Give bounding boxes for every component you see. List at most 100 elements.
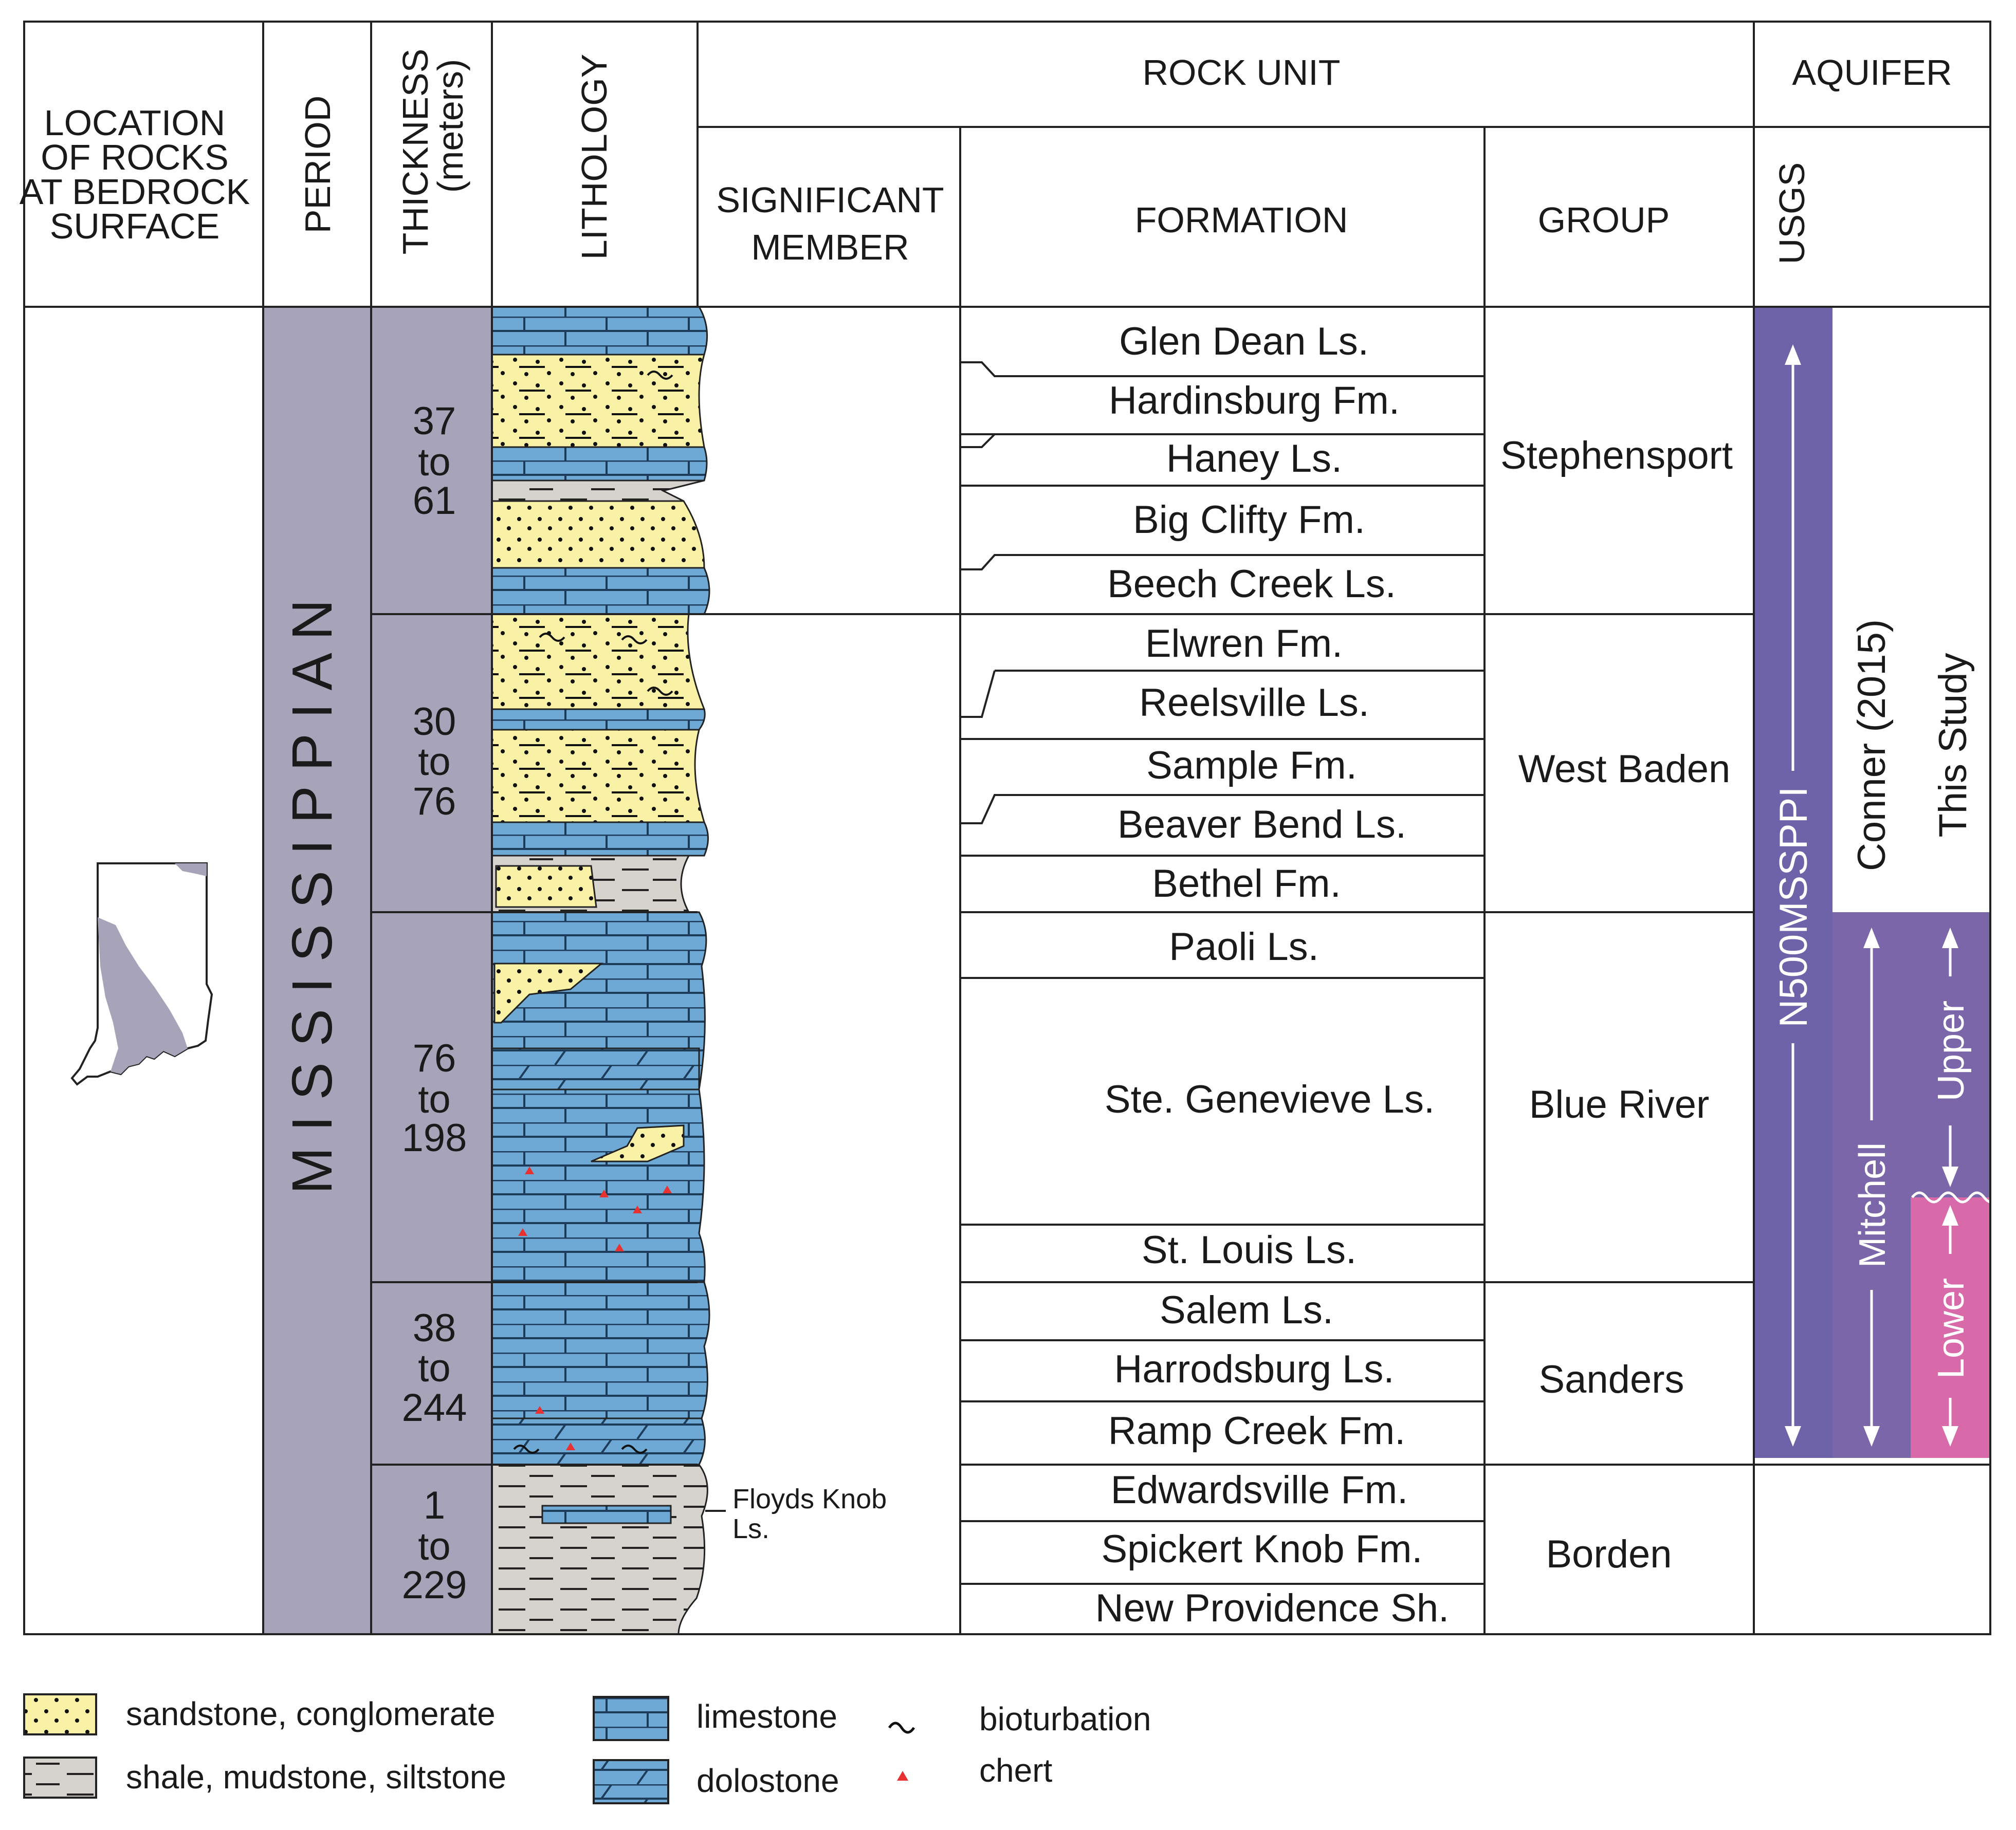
- indiana-location-map: [70, 862, 213, 1086]
- header-location-line: OF ROCKS: [41, 137, 229, 177]
- lower-arrow-up-icon: [1942, 1205, 1958, 1226]
- bed-limestone-beech-creek: [491, 567, 710, 615]
- header-usgs: USGS: [1772, 162, 1812, 264]
- header-location-line: LOCATION: [44, 103, 226, 143]
- bioturbation-mark: [621, 1445, 648, 1454]
- bed-sandstone-hardinsburg: [491, 354, 705, 448]
- bed-sandstone-sample: [491, 729, 706, 823]
- group-label: Stephensport: [1500, 434, 1733, 477]
- thickness-value: 30: [413, 700, 456, 744]
- thickness-value: 61: [413, 479, 456, 523]
- bed-limestone-reelsville: [491, 708, 706, 731]
- legend: sandstone, conglomerate shale, mudstone,…: [23, 1693, 1151, 1804]
- thickness-value: to: [418, 1525, 450, 1568]
- thickness-value: to: [418, 740, 450, 784]
- header-lithology: LITHOLOGY: [574, 54, 614, 260]
- formation-divider: [960, 794, 1484, 824]
- period-name: M I S S I S S I P P I A N: [281, 599, 344, 1194]
- bed-limestone-sanders: [491, 1281, 710, 1419]
- formation-label: Salem Ls.: [1160, 1288, 1333, 1332]
- bioturbation-mark: [621, 635, 648, 644]
- bed-sandstone-paoli-lens: [493, 963, 604, 1024]
- formation-label: Bethel Fm.: [1152, 862, 1341, 905]
- formation-label: Harrodsburg Ls.: [1114, 1347, 1395, 1391]
- group-labels: Stephensport West Baden Blue River Sande…: [1500, 434, 1733, 1576]
- header-location-line: SURFACE: [50, 206, 220, 246]
- bioturbation-mark: [647, 687, 673, 696]
- member-label-line: Floyds Knob: [732, 1484, 887, 1514]
- formation-label: Reelsville Ls.: [1139, 681, 1369, 725]
- unconformity-wavy-line: [1911, 1191, 1998, 1204]
- header-significant-member-line: SIGNIFICANT: [716, 180, 944, 220]
- header-significant-member-line: MEMBER: [751, 227, 909, 267]
- formation-label: Ste. Genevieve Ls.: [1105, 1078, 1435, 1121]
- thickness-value: 244: [402, 1386, 467, 1430]
- formation-label: Haney Ls.: [1166, 437, 1342, 480]
- legend-shale-swatch: [23, 1757, 97, 1799]
- usgs-arrow-down-icon: [1785, 1426, 1801, 1447]
- legend-limestone-swatch: [593, 1696, 669, 1741]
- formation-label: Sample Fm.: [1146, 744, 1357, 787]
- indiana-outcrop-area: [98, 917, 188, 1074]
- bed-limestone-glen-dean: [491, 306, 708, 356]
- header-formation: FORMATION: [1135, 200, 1348, 240]
- legend-bioturbation-label: bioturbation: [979, 1700, 1151, 1737]
- thickness-value: 37: [413, 399, 456, 443]
- group-label: Sanders: [1538, 1358, 1684, 1401]
- chert-mark: [525, 1167, 534, 1174]
- header-group: GROUP: [1538, 200, 1670, 240]
- formation-label: Beaver Bend Ls.: [1117, 803, 1406, 846]
- chert-mark: [535, 1406, 544, 1414]
- bioturbation-mark: [513, 1445, 540, 1454]
- thickness-value: to: [418, 440, 450, 484]
- thickness-value: 229: [402, 1563, 467, 1607]
- lower-aquifer-label: Lower: [1931, 1278, 1972, 1379]
- conner-title: Conner (2015): [1850, 619, 1894, 871]
- formation-divider: [960, 361, 1484, 377]
- thickness-value: 76: [413, 780, 456, 823]
- chert-marks: [518, 1167, 672, 1450]
- formation-label: Beech Creek Ls.: [1107, 562, 1396, 606]
- legend-sandstone-label: sandstone, conglomerate: [126, 1695, 496, 1732]
- chert-mark: [599, 1190, 609, 1197]
- bed-limestone-beaver-bend: [491, 821, 709, 857]
- chert-mark: [566, 1443, 575, 1450]
- formation-labels: Glen Dean Ls. Hardinsburg Fm. Haney Ls. …: [1095, 320, 1450, 1630]
- thickness-value: 198: [402, 1116, 467, 1160]
- legend-dolostone-swatch: [593, 1759, 669, 1804]
- group-label: Blue River: [1529, 1083, 1710, 1126]
- formation-label: Big Clifty Fm.: [1133, 498, 1365, 542]
- bioturbation-mark: [539, 633, 565, 642]
- formation-label: Edwardsville Fm.: [1111, 1468, 1408, 1512]
- formation-divider: [960, 670, 996, 718]
- conner-arrow-up-icon: [1863, 928, 1880, 948]
- group-label: Borden: [1546, 1532, 1672, 1576]
- formation-label: Ramp Creek Fm.: [1108, 1409, 1406, 1453]
- header-aquifer: AQUIFER: [1792, 52, 1952, 93]
- legend-bioturbation-icon: [888, 1722, 915, 1734]
- bed-dolostone-blue-river: [491, 1047, 700, 1090]
- legend-chert-icon: [897, 1771, 908, 1781]
- bed-dolostone-ramp-creek: [491, 1417, 706, 1466]
- formation-divider: [960, 554, 1484, 570]
- thickness-value: 76: [413, 1037, 456, 1080]
- table-grid: [23, 21, 1991, 1635]
- thickness-ranges: 37 to 61 30 to 76 76 to 198 38 to 244 1 …: [402, 399, 467, 1607]
- formation-label: Hardinsburg Fm.: [1109, 379, 1400, 422]
- thickness-value: to: [418, 1078, 450, 1121]
- formation-label: Paoli Ls.: [1169, 925, 1319, 969]
- legend-chert-label: chert: [979, 1752, 1053, 1789]
- thickness-value: 1: [424, 1484, 445, 1527]
- member-label-line: Ls.: [732, 1513, 769, 1544]
- upper-aquifer-label: Upper: [1931, 1001, 1972, 1101]
- usgs-arrow-up-icon: [1785, 344, 1801, 365]
- lithology-column: [491, 306, 710, 1635]
- bed-limestone-floyds-knob: [541, 1505, 672, 1524]
- formation-divider: [960, 433, 996, 448]
- bed-sandstone-bethel: [495, 865, 597, 908]
- formation-label: Spickert Knob Fm.: [1101, 1527, 1422, 1571]
- formation-label: St. Louis Ls.: [1142, 1228, 1357, 1272]
- legend-shale-label: shale, mudstone, siltstone: [126, 1759, 506, 1796]
- indiana-outcrop-north: [175, 863, 207, 876]
